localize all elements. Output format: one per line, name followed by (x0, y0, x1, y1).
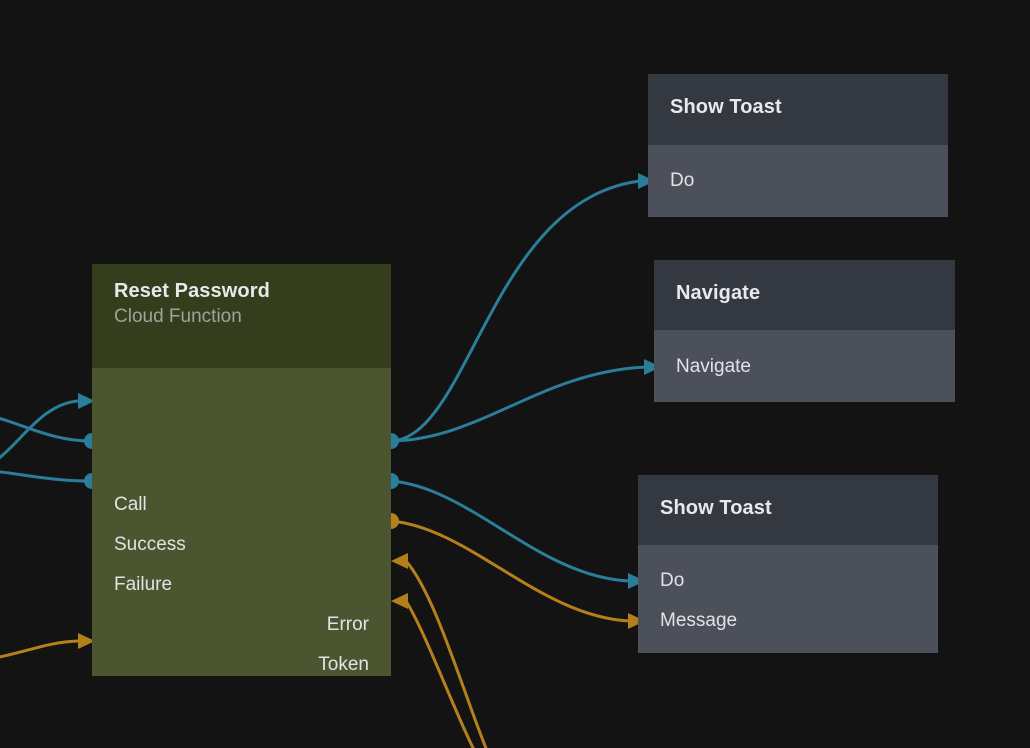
node-show-toast-1-body: Do (648, 145, 948, 217)
edge-incoming-email (404, 599, 475, 748)
node-show-toast-2-body: Do Message (638, 545, 938, 653)
port-label-success[interactable]: Success (114, 534, 186, 555)
data-arrow-email-icon (391, 593, 408, 609)
node-navigate-body: Navigate (654, 330, 955, 402)
node-show-toast-2-title: Show Toast (660, 497, 772, 519)
node-show-toast-1-title: Show Toast (670, 96, 782, 118)
port-label-navigate-navigate[interactable]: Navigate (676, 356, 751, 377)
edge-success-to-show-toast-do (389, 179, 642, 443)
node-show-toast-2[interactable]: Show Toast Do Message (638, 475, 938, 653)
port-label-show-toast-2-message[interactable]: Message (660, 610, 738, 631)
node-reset-password-subtitle: Cloud Function (114, 306, 242, 327)
data-arrow-token-icon (391, 553, 408, 569)
node-reset-password-body: Call Success Failure New Password Error … (92, 368, 391, 676)
port-label-show-toast-2-do[interactable]: Do (660, 570, 685, 591)
node-reset-password-header[interactable]: Reset Password Cloud Function (92, 264, 391, 368)
node-reset-password-title: Reset Password (114, 280, 270, 302)
node-navigate[interactable]: Navigate Navigate (654, 260, 955, 402)
edge-incoming-failure (0, 470, 94, 483)
node-show-toast-2-header[interactable]: Show Toast (638, 475, 938, 545)
node-navigate-header[interactable]: Navigate (654, 260, 955, 330)
port-label-failure[interactable]: Failure (114, 574, 173, 595)
port-label-token[interactable]: Token (318, 654, 369, 675)
edge-incoming-success (0, 417, 94, 443)
edge-incoming-call (0, 399, 80, 460)
port-label-show-toast-1-do[interactable]: Do (670, 170, 695, 191)
edge-success-to-navigate (389, 365, 648, 443)
node-reset-password[interactable]: Reset Password Cloud Function Call Succe… (92, 264, 391, 676)
edge-error-to-message (389, 519, 632, 623)
node-show-toast-1-header[interactable]: Show Toast (648, 74, 948, 145)
node-navigate-title: Navigate (676, 282, 761, 304)
edge-failure-to-show-toast2-do (389, 479, 632, 583)
port-label-error[interactable]: Error (326, 614, 369, 635)
edge-incoming-token (404, 559, 488, 748)
port-label-call[interactable]: Call (114, 494, 147, 515)
node-show-toast-1[interactable]: Show Toast Do (648, 74, 948, 217)
edge-incoming-new-password (0, 639, 80, 659)
